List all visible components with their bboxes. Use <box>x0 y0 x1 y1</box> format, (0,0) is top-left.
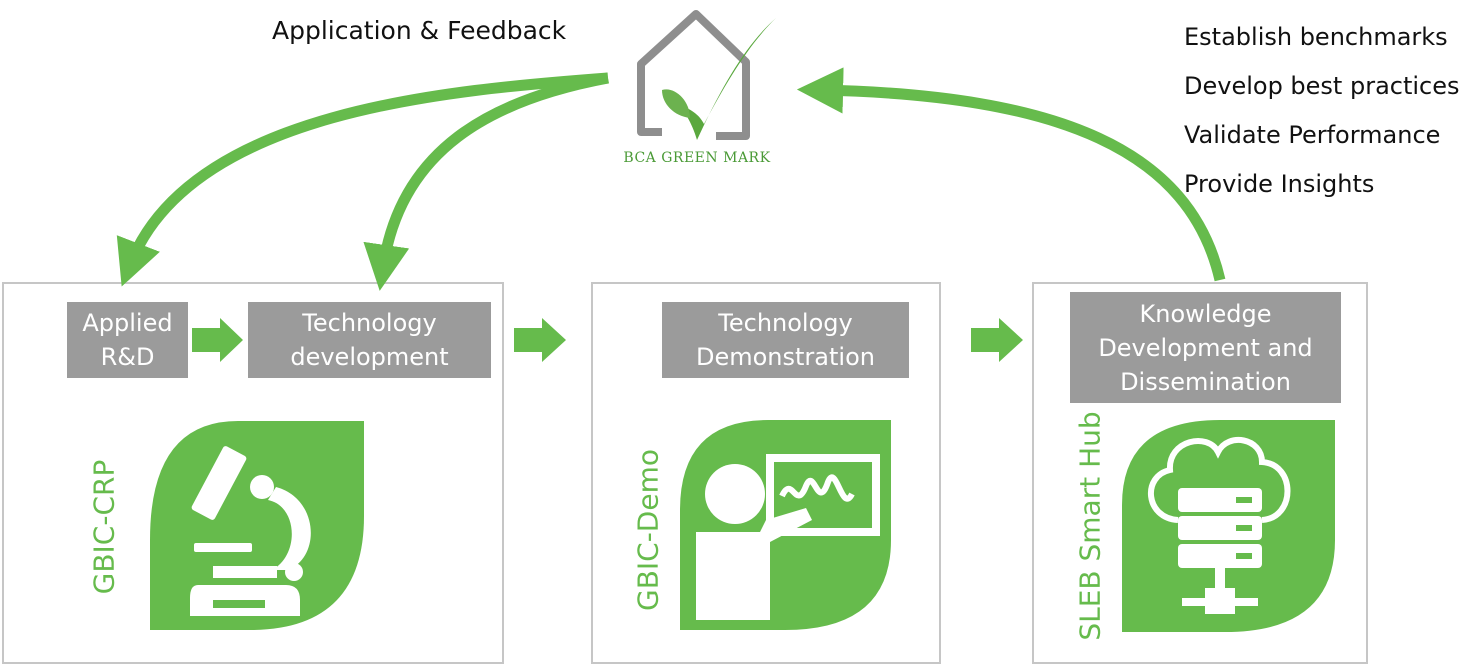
knowledge-dissemination-box: Knowledge Development and Dissemination <box>1070 292 1341 403</box>
technology-demonstration-box: Technology Demonstration <box>662 302 909 378</box>
bca-green-mark-logo-text: BCA GREEN MARK <box>623 150 771 166</box>
benefit-item: Establish benchmarks <box>1184 23 1448 51</box>
benefit-item: Develop best practices <box>1184 72 1460 100</box>
gbic-crp-label: GBIC-CRP <box>87 459 121 595</box>
application-feedback-label: Application & Feedback <box>272 16 567 45</box>
technology-development-box: Technology development <box>248 302 491 378</box>
applied-rd-box: Applied R&D <box>67 302 188 378</box>
benefit-item: Validate Performance <box>1184 121 1441 149</box>
feedback-arrow-applied <box>116 72 609 287</box>
presentation-icon <box>680 420 891 630</box>
benefits-list: Establish benchmarks Develop best practi… <box>1184 22 1469 218</box>
right-arrow-icon <box>971 318 1023 362</box>
insight-arrow <box>796 67 1226 282</box>
gbic-demo-label: GBIC-Demo <box>631 448 665 612</box>
benefit-item: Provide Insights <box>1184 170 1375 198</box>
right-arrow-icon <box>192 318 243 362</box>
feedback-arrow-technology <box>363 72 610 291</box>
right-arrow-icon <box>514 318 566 362</box>
microscope-icon <box>150 421 364 630</box>
bca-green-mark-logo <box>637 10 776 140</box>
sleb-smart-hub-label: SLEB Smart Hub <box>1073 411 1107 641</box>
cloud-server-icon <box>1122 420 1335 632</box>
